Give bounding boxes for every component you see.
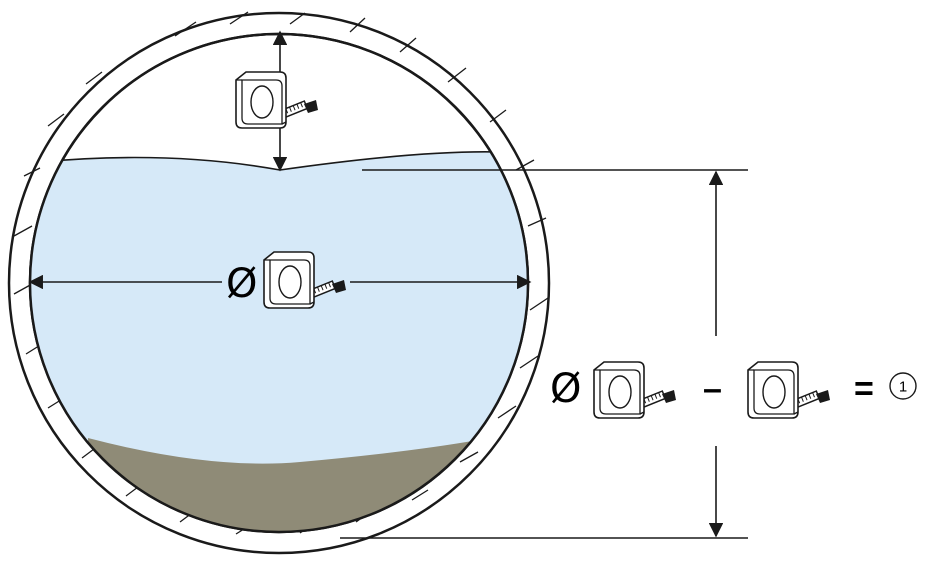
diameter-symbol: Ø bbox=[226, 261, 257, 307]
level-dimension bbox=[340, 169, 748, 539]
tape-measure-icon bbox=[747, 361, 831, 419]
callout-number: 1 bbox=[899, 379, 907, 396]
tape-measure-icon bbox=[593, 361, 677, 419]
minus-symbol: – bbox=[703, 370, 722, 408]
equals-symbol: = bbox=[854, 370, 874, 408]
callout-circle-icon bbox=[889, 372, 917, 400]
diameter-symbol: Ø bbox=[550, 366, 581, 412]
